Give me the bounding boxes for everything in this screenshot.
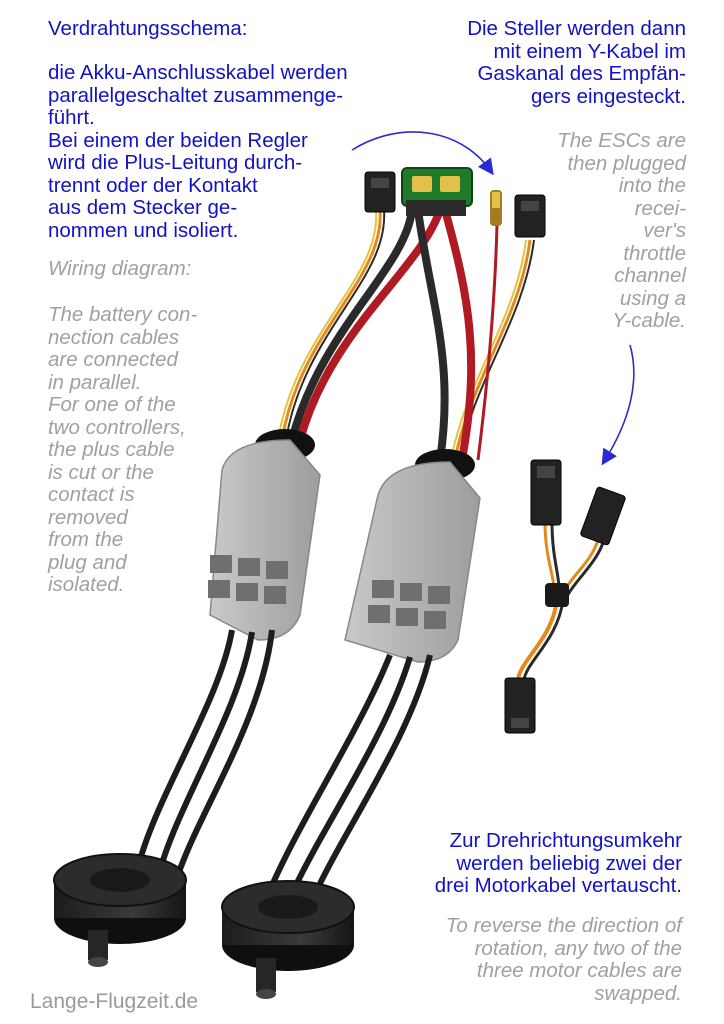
servo-plug-icon-left <box>364 171 396 213</box>
english-y-cable-note: The ESCs are then plugged into the recei… <box>557 129 686 332</box>
servo-plug-icon-right <box>514 194 546 238</box>
esc-icon-right <box>344 449 481 663</box>
german-intro-title: Verdrahtungsschema: <box>48 17 248 40</box>
german-y-cable-note: Die Steller werden dann mit einem Y-Kabe… <box>467 17 686 108</box>
arrow-to-receiver-plugs <box>351 131 494 176</box>
esc-left-cables <box>277 208 444 442</box>
esc-icon-left <box>208 429 321 641</box>
isolated-plus-contact-icon <box>490 190 502 226</box>
english-intro-title: Wiring diagram: <box>48 257 192 280</box>
english-intro-body: The battery con- nection cables are conn… <box>48 303 198 596</box>
site-credit: Lange-Flugzeit.de <box>30 990 199 1013</box>
motor-wires-right <box>267 653 433 907</box>
esc-right-cables <box>414 208 535 461</box>
xt60-connector-icon <box>401 167 473 216</box>
brushless-motor-icon-right <box>221 880 355 999</box>
english-rotation-note: To reverse the direction of rotation, an… <box>445 914 682 1005</box>
y-cable-icon <box>504 459 626 734</box>
german-rotation-note: Zur Drehrichtungsumkehr werden beliebig … <box>434 829 682 897</box>
brushless-motor-icon-left <box>53 853 187 967</box>
arrow-to-y-cable <box>601 344 635 466</box>
motor-wires-left <box>137 629 275 876</box>
german-intro-body: die Akku-Anschlusskabel werden parallelg… <box>48 61 348 242</box>
